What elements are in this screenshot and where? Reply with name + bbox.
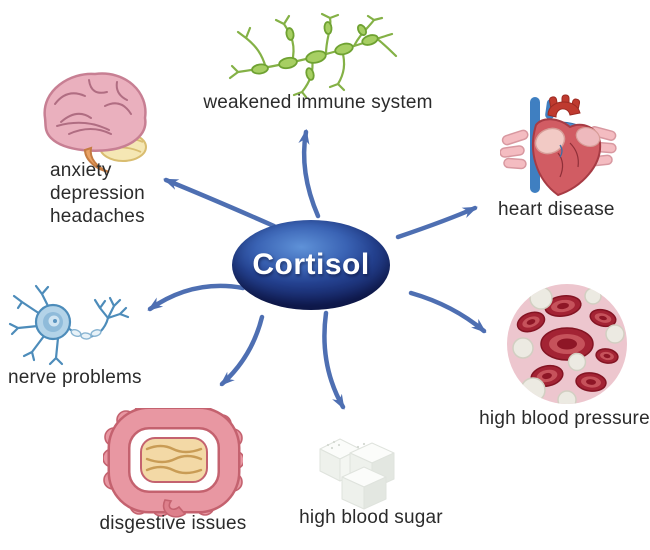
arrow-to-mental	[163, 177, 277, 229]
cortisol-label: Cortisol	[252, 248, 370, 281]
heart-icon	[500, 94, 617, 197]
label-digestive: disgestive issues	[99, 513, 247, 534]
arrow-to-nerve	[147, 283, 246, 312]
intestines-icon	[103, 408, 243, 518]
label-nerve: nerve problems	[8, 367, 142, 388]
immune-cell-icon	[228, 12, 398, 98]
arrow-to-blood-pressure	[408, 290, 487, 334]
label-blood-pressure: high blood pressure	[479, 408, 650, 429]
brain-icon	[43, 72, 147, 173]
label-blood-sugar: high blood sugar	[299, 507, 443, 528]
arrow-to-heart	[395, 205, 478, 240]
label-heart: heart disease	[498, 199, 615, 220]
cortisol-node: Cortisol	[232, 220, 390, 310]
neuron-icon	[8, 284, 130, 366]
label-immune: weakened immune system	[203, 92, 433, 113]
blood-cells-icon	[507, 284, 627, 404]
arrow-to-immune	[298, 128, 321, 219]
arrow-to-digestive	[219, 314, 265, 387]
label-mental: anxiety depression headaches	[50, 160, 145, 228]
sugar-cubes-icon	[319, 438, 395, 510]
arrow-to-blood-sugar	[322, 310, 346, 410]
